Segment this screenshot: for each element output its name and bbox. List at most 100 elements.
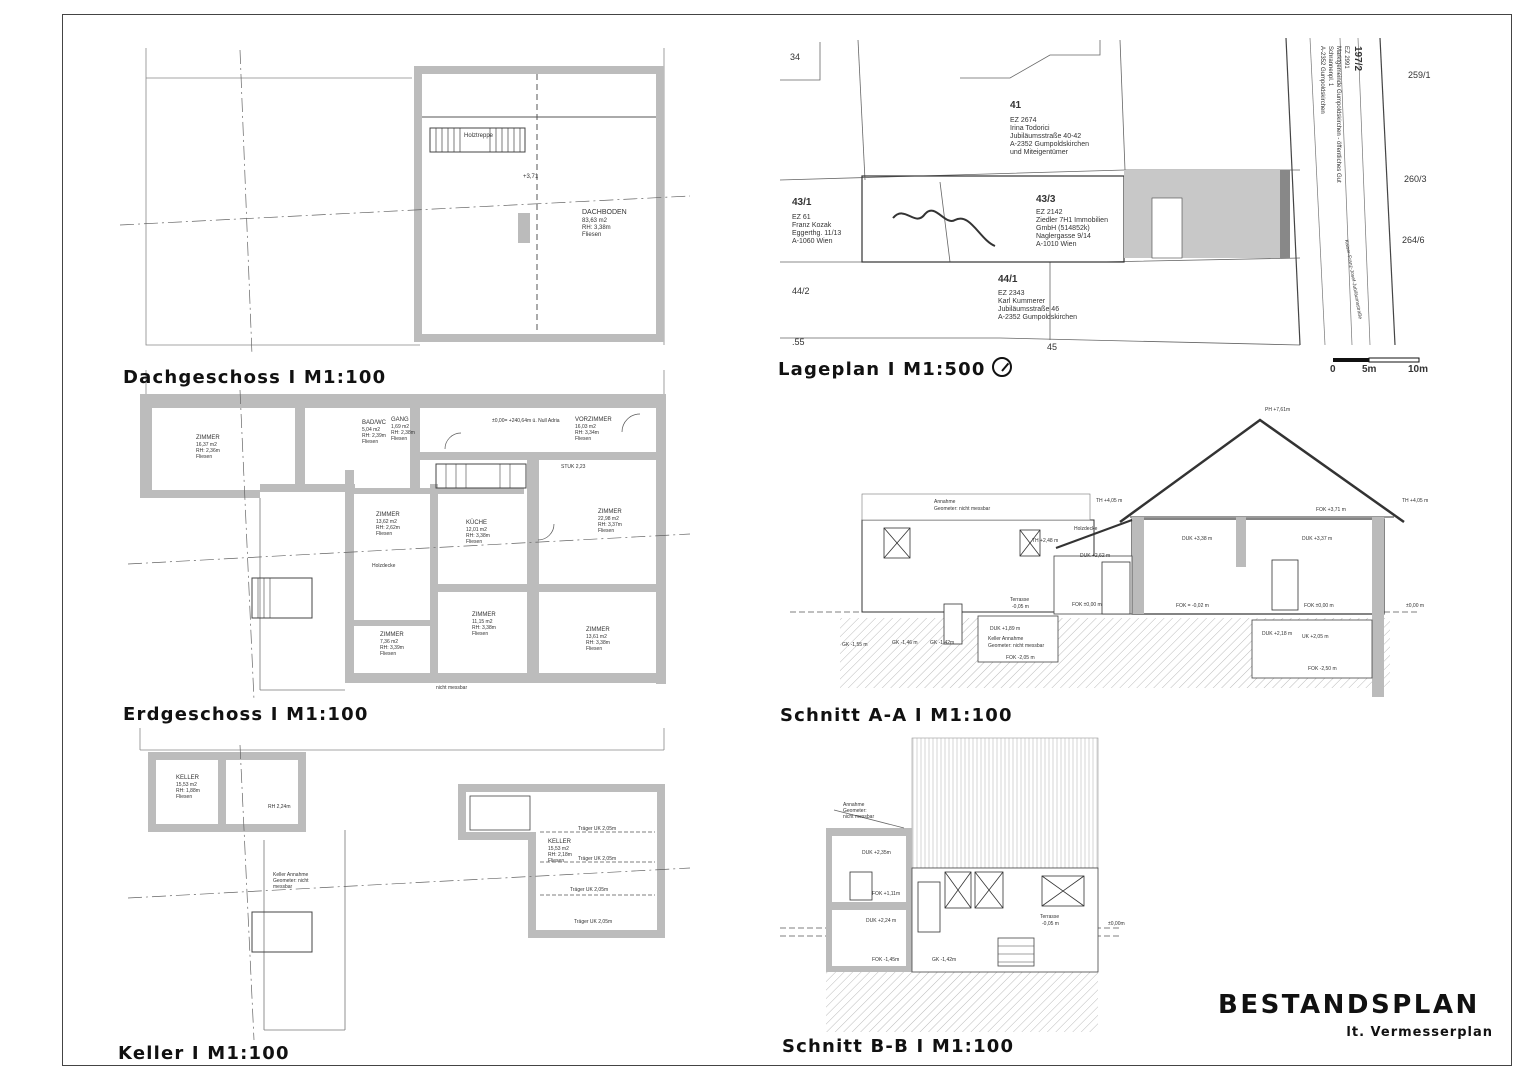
aa-label: Holzdecke (1074, 526, 1098, 532)
keller-traeger: Träger UK 2,05m (578, 856, 616, 862)
eg-room-rh: RH: 3,34m (575, 430, 599, 436)
eg-room-floor: Fliesen (598, 528, 614, 534)
street-name: Kaiser-Franz-Josef-Jubiläumsstraße (1343, 239, 1363, 320)
dach-room-rh: RH: 3,38m (582, 225, 611, 231)
eg-room-name: ZIMMER (376, 512, 400, 518)
eg-room-area: 7,36 m2 (380, 639, 398, 645)
parcel-info: EZ 61 (792, 214, 811, 221)
eg-room-floor: Fliesen (196, 454, 212, 460)
dach-stair-label: Holztreppe (464, 133, 494, 139)
eg-room-rh: RH: 3,37m (598, 522, 622, 528)
aa-label: DUK +2,18 m (1262, 631, 1292, 637)
aa-label: Terrasse (1010, 597, 1029, 603)
eg-room-area: 16,37 m2 (196, 442, 217, 448)
eg-room-rh: RH: 3,39m (380, 645, 404, 651)
parcel-info: A-2352 Gumpoldskirchen (1010, 141, 1089, 148)
bb-label: GK -1,42m (932, 957, 956, 963)
window-icon (944, 871, 1085, 909)
eg-room-rh: RH: 2,38m (391, 430, 415, 436)
parcel-id: 44/2 (792, 286, 810, 296)
sheet-title: BESTANDSPLAN (1218, 990, 1480, 1020)
aa-label: FOK -2,05 m (1006, 655, 1035, 661)
keller-rh-small: RH 2,24m (268, 804, 291, 810)
dach-room-floor: Fliesen (582, 232, 601, 238)
eg-room-floor: Fliesen (376, 531, 392, 537)
aa-label: ±0,00 m (1406, 603, 1424, 609)
parcel-id: 43/3 (1036, 194, 1056, 205)
parcel-info: Eggerthg. 11/13 (792, 230, 841, 237)
eg-room-rh: RH: 3,38m (586, 640, 610, 646)
eg-room-rh: RH: 3,38m (466, 533, 490, 539)
eg-nullpoint: ±0,00= +240,64m ü. Null Adria (492, 418, 560, 424)
eg-holzdecke: Holzdecke (372, 563, 396, 569)
parcel-info: EZ 2142 (1036, 209, 1063, 216)
aa-label: -0,05 m (1012, 604, 1029, 610)
schnitt-aa: PH +7,61m TH +4,05 m TH +4,05 m Annahme … (790, 407, 1428, 697)
parcel-info: A-2352 Gumpoldskirchen (998, 314, 1077, 321)
parcel-id: .55 (792, 337, 805, 347)
keller-room-floor: Fliesen (176, 794, 192, 800)
parcel-id: 264/6 (1402, 235, 1425, 245)
eg-room-name: ZIMMER (196, 435, 220, 441)
keller-annahme: Geometer: nicht (273, 878, 309, 884)
aa-label: Geometer: nicht messbar (988, 643, 1044, 649)
eg-room-floor: Fliesen (362, 439, 378, 445)
keller-annahme: Keller Annahme (273, 872, 309, 878)
scale-label: 10m (1408, 364, 1428, 375)
keller-room-rh: RH: 2,18m (548, 852, 572, 858)
aa-annahme: Annahme (934, 499, 956, 505)
eg-room-area: 5,04 m2 (362, 427, 380, 433)
parcel-info: Franz Kozak (792, 222, 832, 229)
eg-room-area: 13,61 m2 (586, 634, 607, 640)
dach-level: +3,71 (523, 174, 539, 180)
parcel-id: 260/3 (1404, 174, 1427, 184)
parcel-info: Karl Kummerer (998, 298, 1046, 305)
parcel-id: 44/1 (998, 274, 1018, 285)
eg-room-name: ZIMMER (472, 612, 496, 618)
keller-room-area: 15,53 m2 (548, 846, 569, 852)
eg-room-floor: Fliesen (586, 646, 602, 652)
eg-room-floor: Fliesen (575, 436, 591, 442)
parcel-id: 45 (1047, 342, 1057, 352)
eg-room-name: ZIMMER (598, 509, 622, 515)
sheet-frame (62, 14, 1512, 1066)
parcel-info: Jubiläumsstraße 40-42 (1010, 133, 1081, 140)
aa-label: FOK ±0,00 m (1072, 602, 1102, 608)
parcel-info: EZ 2343 (998, 290, 1025, 297)
bb-annahme: Annahme (843, 802, 865, 808)
aa-th-left: TH +4,05 m (1096, 498, 1122, 504)
aa-label: DUK +1,89 m (990, 626, 1020, 632)
erdgeschoss-plan: ZIMMER 16,37 m2 RH: 2,36m Fliesen BAD/WC… (127, 370, 691, 701)
aa-label: GK -1,46 m (892, 640, 918, 646)
door-icon (849, 871, 873, 901)
parcel-info: Irina Todorici (1010, 125, 1050, 132)
keller-traeger: Träger UK 2,05m (574, 919, 612, 925)
aa-annahme: Geometer: nicht messbar (934, 506, 990, 512)
door-icon (1101, 561, 1131, 615)
door-icon (917, 881, 941, 933)
dach-stair-treads (435, 128, 521, 152)
keller-room-name: KELLER (176, 775, 200, 781)
eg-room-floor: Fliesen (391, 436, 407, 442)
aa-label: GK -1,55 m (842, 642, 868, 648)
eg-room-name: KÜCHE (466, 519, 487, 526)
aa-label: GK -1,42m (930, 640, 954, 646)
aa-label: FOK +3,71 m (1316, 507, 1346, 513)
parcel-info: A-1010 Wien (1036, 241, 1077, 248)
aa-label: DUK +3,37 m (1302, 536, 1332, 542)
parcel-info: Marktgemeinde Gumpoldskirchen - öffentli… (1335, 46, 1341, 183)
aa-label: FOK ±0,00 m (1304, 603, 1334, 609)
eg-room-area: 1,69 m2 (391, 424, 409, 430)
keller-traeger: Träger UK 2,05m (570, 887, 608, 893)
keller-room-name: KELLER (548, 839, 572, 845)
parcel-info: Jubiläumsstraße 46 (998, 306, 1059, 313)
aa-label: TH +2,48 m (1032, 538, 1058, 544)
aa-label: UK +2,05 m (1302, 634, 1329, 640)
parcel-info: A-1060 Wien (792, 238, 833, 245)
title-schnitt-aa: Schnitt A-A I M1:100 (780, 705, 1013, 726)
bb-label: FOK +1,11m (872, 891, 900, 897)
aa-ph: PH +7,61m (1265, 407, 1290, 413)
parcel-id: 41 (1010, 100, 1022, 111)
aa-label: DUK +3,38 m (1182, 536, 1212, 542)
